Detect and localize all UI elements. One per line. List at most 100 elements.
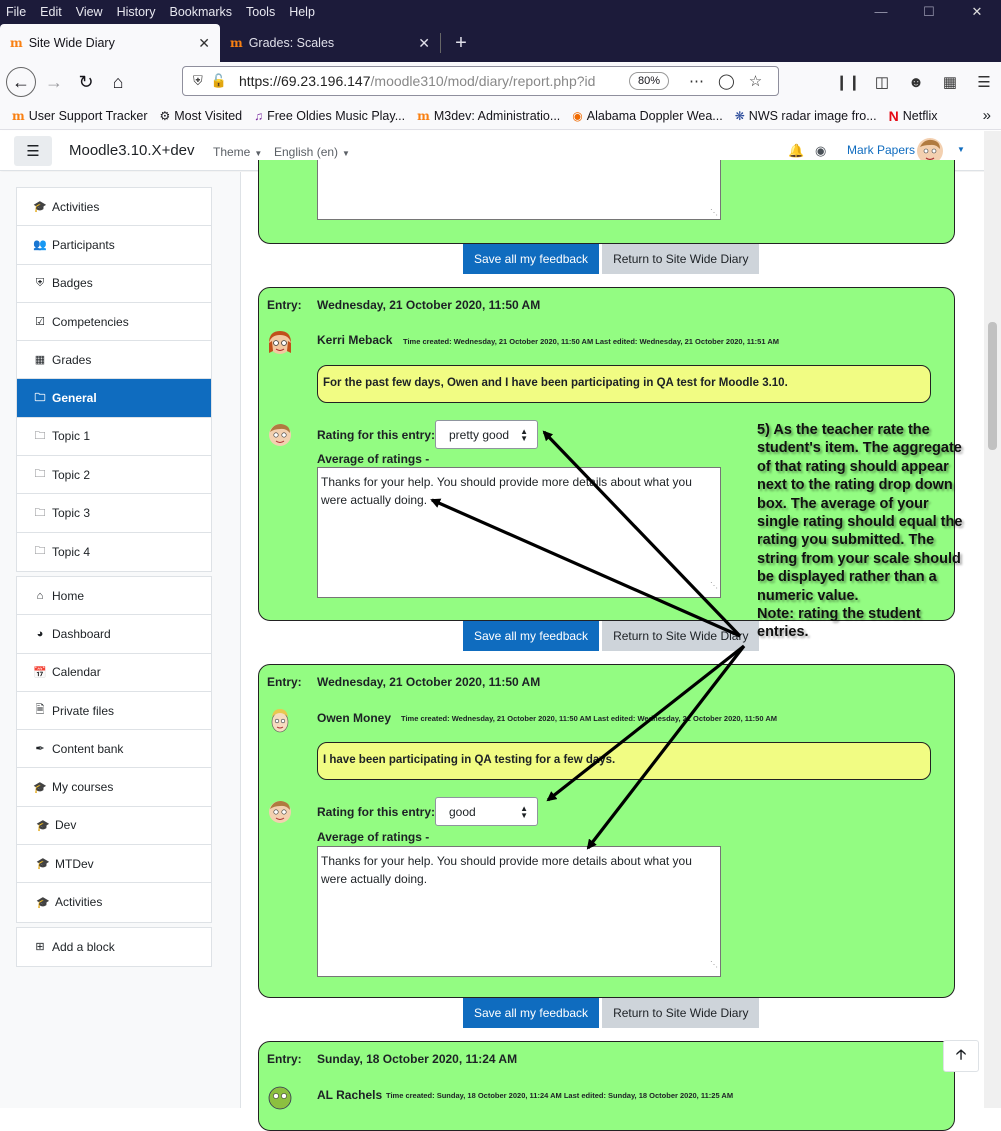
teacher-avatar[interactable] bbox=[267, 799, 293, 825]
nav-participants[interactable]: 👥Participants bbox=[17, 226, 211, 265]
home-icon[interactable]: ⌂ bbox=[112, 71, 124, 92]
rating-select[interactable]: good ▲▼ bbox=[435, 797, 538, 826]
nav-topic-4[interactable]: 🗀Topic 4 bbox=[17, 533, 211, 571]
nav-topic-3[interactable]: 🗀Topic 3 bbox=[17, 494, 211, 533]
nav-general[interactable]: 🗀General bbox=[17, 379, 211, 418]
url-text[interactable]: https://69.23.196.147/moodle310/mod/diar… bbox=[238, 73, 596, 89]
nav-course-activities[interactable]: 🎓Activities bbox=[36, 895, 103, 910]
nav-badges[interactable]: ⛨Badges bbox=[17, 265, 211, 303]
language-menu[interactable]: English (en)▼ bbox=[274, 145, 350, 159]
library-icon[interactable]: ❙❙ bbox=[835, 74, 861, 91]
page-scrollbar[interactable] bbox=[984, 131, 1001, 1108]
bookmark-nws-radar[interactable]: ❋NWS radar image fro... bbox=[734, 108, 877, 123]
account-icon[interactable]: ☻ bbox=[908, 73, 924, 91]
page-actions-icon[interactable]: ⋯ bbox=[688, 73, 704, 90]
tab-close-icon[interactable]: ✕ bbox=[198, 34, 210, 51]
user-menu-caret-icon[interactable]: ▼ bbox=[957, 145, 965, 154]
entry-label: Entry: bbox=[267, 298, 302, 312]
menu-history[interactable]: History bbox=[116, 5, 156, 19]
rating-select[interactable]: pretty good ▲▼ bbox=[435, 420, 538, 449]
nav-private-files[interactable]: 🗎Private files bbox=[17, 692, 211, 731]
site-name[interactable]: Moodle3.10.X+dev bbox=[69, 142, 195, 159]
nav-competencies[interactable]: ☑Competencies bbox=[17, 303, 211, 342]
maximize-icon[interactable]: ☐ bbox=[923, 4, 935, 19]
theme-menu[interactable]: Theme▼ bbox=[213, 145, 263, 159]
bookmark-star-icon[interactable]: ☆ bbox=[748, 73, 763, 90]
messages-icon[interactable]: ◉ bbox=[815, 143, 827, 158]
student-avatar[interactable] bbox=[267, 329, 293, 355]
bookmark-alabama-doppler[interactable]: ◉Alabama Doppler Wea... bbox=[572, 108, 723, 123]
student-name[interactable]: Kerri Meback bbox=[317, 333, 393, 347]
back-icon[interactable]: ← bbox=[6, 67, 36, 97]
bookmarks-overflow-icon[interactable]: » bbox=[982, 107, 991, 124]
new-tab-icon[interactable]: + bbox=[455, 32, 467, 54]
menu-file[interactable]: File bbox=[6, 5, 27, 19]
student-name[interactable]: Owen Money bbox=[317, 711, 392, 725]
nav-topic-2[interactable]: 🗀Topic 2 bbox=[17, 456, 211, 495]
student-avatar[interactable] bbox=[267, 1084, 293, 1110]
nav-course-dev[interactable]: 🎓Dev bbox=[17, 807, 211, 846]
notifications-bell-icon[interactable]: 🔔 bbox=[788, 143, 805, 158]
tab-close-icon[interactable]: ✕ bbox=[418, 34, 430, 51]
nav-activities[interactable]: 🎓Activities bbox=[17, 188, 211, 227]
extensions-icon[interactable]: ▦ bbox=[942, 74, 958, 91]
resize-grip-icon[interactable]: ⋱ bbox=[710, 208, 718, 217]
resize-grip-icon[interactable]: ⋱ bbox=[710, 581, 718, 590]
forward-icon[interactable]: → bbox=[45, 71, 63, 92]
menu-view[interactable]: View bbox=[75, 5, 103, 19]
scrollbar-thumb[interactable] bbox=[988, 322, 997, 450]
zoom-level[interactable]: 80% bbox=[628, 72, 669, 90]
nav-home[interactable]: ⌂Home bbox=[17, 577, 211, 616]
save-feedback-button[interactable]: Save all my feedback bbox=[463, 621, 600, 651]
return-to-diary-button[interactable]: Return to Site Wide Diary bbox=[602, 244, 760, 274]
feedback-textarea[interactable]: Thanks for your help. You should provide… bbox=[317, 467, 721, 598]
nav-course-mtdev[interactable]: 🎓MTDev bbox=[17, 845, 211, 884]
drawer-toggle-icon[interactable]: ☰ bbox=[14, 136, 52, 166]
insecure-lock-icon[interactable]: 🔓 bbox=[210, 73, 227, 88]
tab-title: Site Wide Diary bbox=[28, 36, 115, 50]
resize-grip-icon[interactable]: ⋱ bbox=[710, 960, 718, 969]
reload-icon[interactable]: ↻ bbox=[78, 71, 94, 92]
shield-icon[interactable]: ⛨ bbox=[193, 73, 203, 88]
url-bar[interactable]: ⛨ 🔓 https://69.23.196.147/moodle310/mod/… bbox=[182, 66, 779, 96]
feedback-textarea[interactable]: Thanks for your help. You should provide… bbox=[317, 846, 721, 977]
student-avatar[interactable] bbox=[267, 707, 293, 733]
menu-edit[interactable]: Edit bbox=[40, 5, 62, 19]
moodle-icon: m bbox=[12, 108, 25, 123]
average-ratings-label: Average of ratings - bbox=[317, 452, 430, 466]
nav-content-bank[interactable]: ✒Content bank bbox=[17, 730, 211, 769]
user-avatar[interactable] bbox=[916, 137, 944, 165]
menu-bookmarks[interactable]: Bookmarks bbox=[169, 5, 233, 19]
save-feedback-button[interactable]: Save all my feedback bbox=[463, 244, 600, 274]
add-block-button[interactable]: ⊞Add a block bbox=[17, 928, 211, 966]
save-feedback-button[interactable]: Save all my feedback bbox=[463, 998, 600, 1028]
average-ratings-label: Average of ratings - bbox=[317, 830, 430, 844]
nav-my-courses[interactable]: 🎓My courses bbox=[17, 768, 211, 807]
bookmark-most-visited[interactable]: ⚙Most Visited bbox=[159, 108, 243, 123]
minimize-icon[interactable]: — bbox=[874, 4, 888, 19]
back-to-top-button[interactable]: 🡡 bbox=[943, 1040, 979, 1072]
student-name[interactable]: AL Rachels bbox=[317, 1088, 383, 1102]
menu-help[interactable]: Help bbox=[289, 5, 315, 19]
sidebar-icon[interactable]: ◫ bbox=[874, 74, 890, 91]
return-to-diary-button[interactable]: Return to Site Wide Diary bbox=[602, 998, 760, 1028]
tab-grades-scales[interactable]: m Grades: Scales ✕ bbox=[220, 24, 440, 62]
bookmark-free-oldies[interactable]: ♫Free Oldies Music Play... bbox=[254, 108, 406, 123]
menu-hamburger-icon[interactable]: ☰ bbox=[977, 74, 991, 91]
tab-site-wide-diary[interactable]: m Site Wide Diary ✕ bbox=[0, 24, 220, 62]
menu-tools[interactable]: Tools bbox=[246, 5, 276, 19]
nav-calendar[interactable]: 📅Calendar bbox=[17, 654, 211, 692]
return-to-diary-button[interactable]: Return to Site Wide Diary bbox=[602, 621, 760, 651]
pocket-icon[interactable]: ◯ bbox=[717, 73, 735, 90]
nav-grades[interactable]: ▦Grades bbox=[17, 341, 211, 380]
close-window-icon[interactable]: ✕ bbox=[971, 4, 983, 19]
nav-topic-1[interactable]: 🗀Topic 1 bbox=[17, 418, 211, 457]
feedback-textarea[interactable]: ⋱ bbox=[317, 160, 721, 220]
teacher-avatar[interactable] bbox=[267, 422, 293, 448]
user-name[interactable]: Mark Papers bbox=[847, 143, 916, 157]
rating-label: Rating for this entry: bbox=[317, 428, 436, 442]
nav-dashboard[interactable]: ◕Dashboard bbox=[17, 615, 211, 654]
